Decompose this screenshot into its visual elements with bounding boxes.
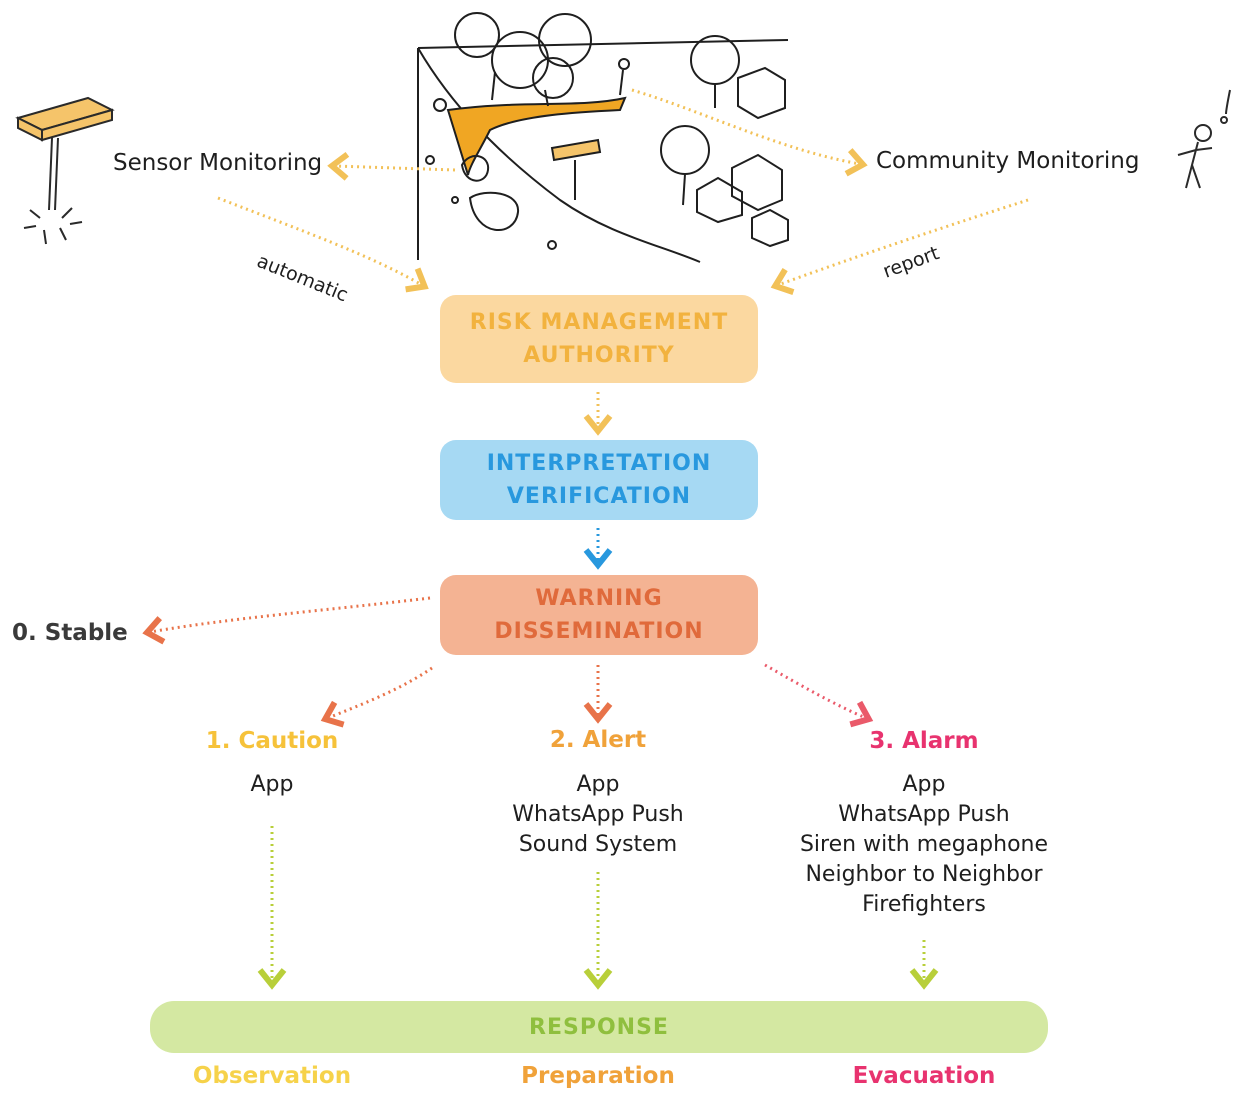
interp-box-line1: INTERPRETATION [486, 451, 712, 476]
level-alarm-label: 3. Alarm [869, 728, 979, 754]
alarm-channels: App WhatsApp Push Siren with megaphone N… [784, 770, 1064, 920]
risk-management-authority-box: RISK MANAGEMENT AUTHORITY [440, 295, 758, 383]
stable-level-label: 0. Stable [12, 620, 128, 646]
outcome-observation: Observation [192, 1063, 352, 1089]
outcome-preparation: Preparation [521, 1063, 675, 1089]
channel-item: WhatsApp Push [838, 802, 1010, 827]
warning-dissemination-box: WARNING DISSEMINATION [440, 575, 758, 655]
channel-item: Sound System [518, 832, 678, 857]
interp-box-line2: VERIFICATION [506, 484, 692, 509]
channel-item: Firefighters [862, 892, 986, 917]
sensor-device-icon [15, 96, 115, 245]
warn-box-line1: WARNING [535, 586, 663, 611]
channel-item: App [902, 772, 946, 797]
interpretation-verification-box: INTERPRETATION VERIFICATION [440, 440, 758, 520]
level-caution-label: 1. Caution [205, 728, 339, 754]
caution-channels: App [172, 770, 372, 800]
response-box: RESPONSE [150, 1001, 1048, 1053]
person-icon [1177, 89, 1231, 189]
channel-item: Siren with megaphone [799, 832, 1049, 857]
alert-channels: App WhatsApp Push Sound System [468, 770, 728, 860]
outcome-evacuation: Evacuation [852, 1063, 996, 1089]
response-box-label: RESPONSE [529, 1014, 669, 1040]
channel-item: WhatsApp Push [512, 802, 684, 827]
sensor-monitoring-label: Sensor Monitoring [113, 150, 323, 176]
community-monitoring-label: Community Monitoring [876, 148, 1140, 174]
channel-item: App [250, 772, 294, 797]
warn-box-line2: DISSEMINATION [494, 619, 704, 644]
level-alert-label: 2. Alert [549, 727, 647, 753]
risk-box-line2: AUTHORITY [523, 343, 675, 368]
risk-box-line1: RISK MANAGEMENT [469, 310, 729, 335]
landslide-scene-illustration [417, 12, 789, 263]
channel-item: Neighbor to Neighbor [805, 862, 1043, 887]
channel-item: App [576, 772, 620, 797]
